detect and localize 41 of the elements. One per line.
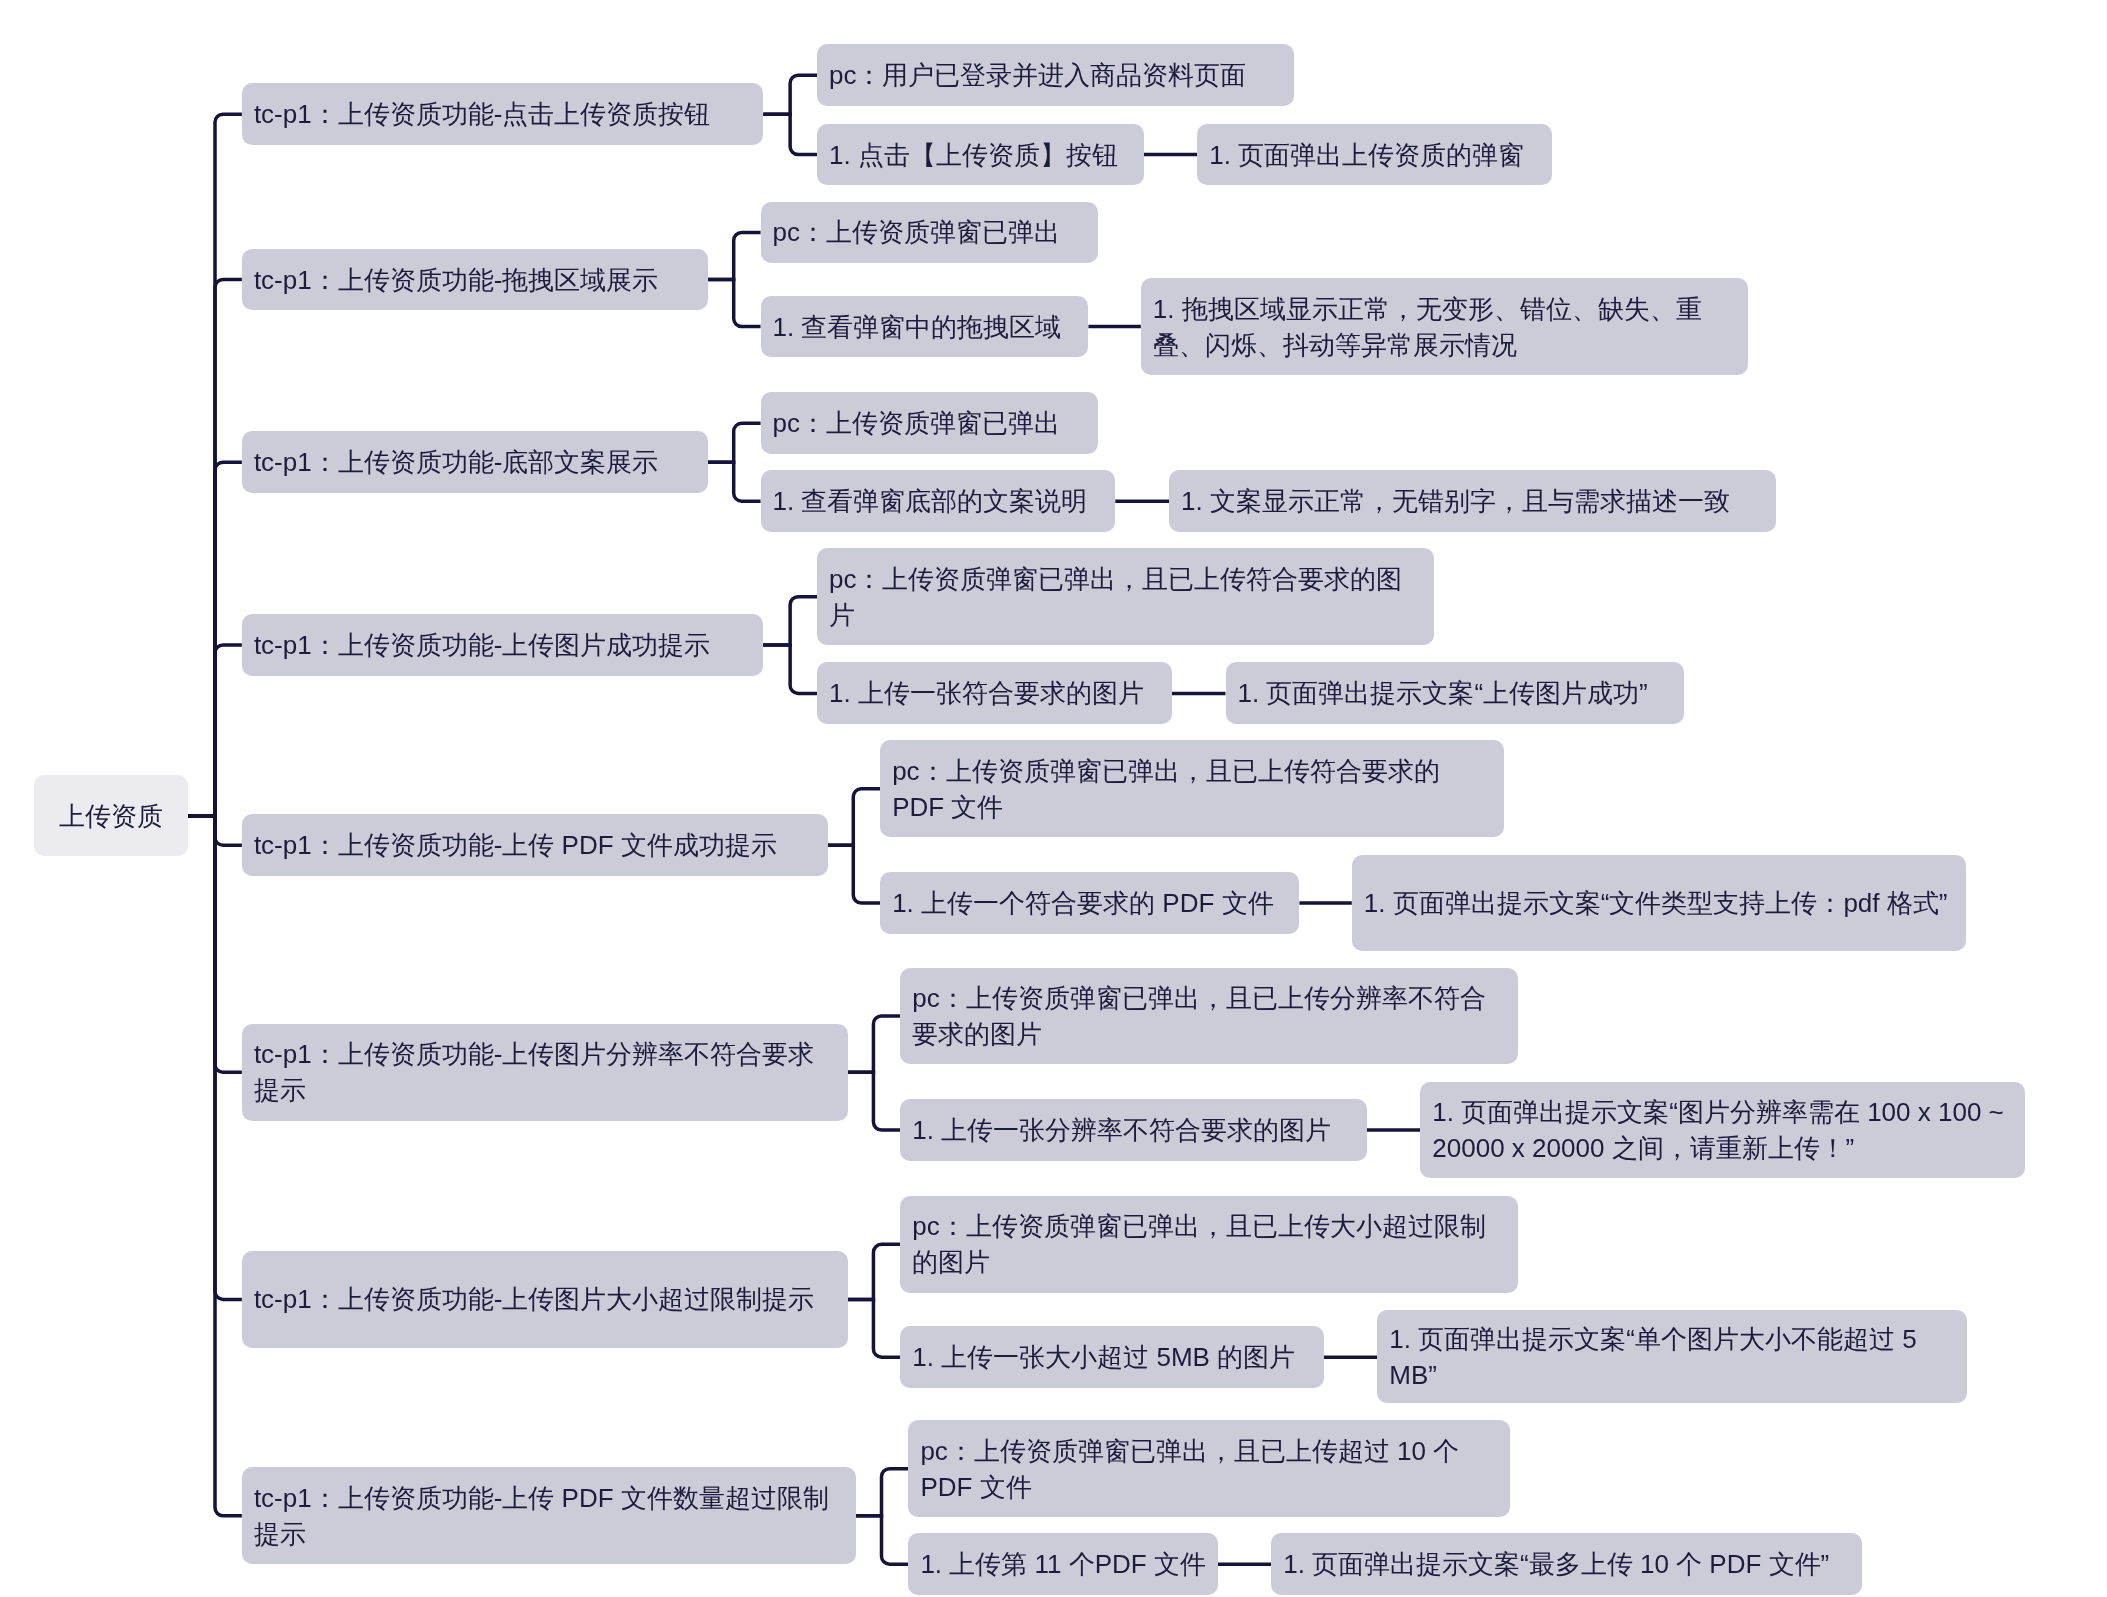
- topic-box: pc：上传资质弹窗已弹出: [760, 201, 1098, 264]
- topic-box: 1. 页面弹出提示文案“上传图片成功”: [1225, 662, 1684, 725]
- topic-box: 1. 上传一张分辨率不符合要求的图片: [900, 1099, 1367, 1161]
- topic-box: tc-p1：上传资质功能-上传 PDF 文件成功提示: [241, 814, 828, 877]
- topic-box: tc-p1：上传资质功能-上传 PDF 文件数量超过限制提示: [241, 1467, 856, 1565]
- topic-box: 1. 查看弹窗底部的文案说明: [760, 470, 1116, 533]
- root-topic-box: 上传资质: [33, 775, 189, 856]
- topic-box: 1. 上传一个符合要求的 PDF 文件: [880, 872, 1300, 934]
- connector-line: [1088, 324, 1141, 329]
- topic-box: 1. 拖拽区域显示正常，无变形、错位、缺失、重叠、闪烁、抖动等异常展示情况: [1140, 278, 1749, 375]
- topic-box: pc：上传资质弹窗已弹出，且已上传符合要求的 PDF 文件: [880, 740, 1504, 838]
- topic-box: 1. 页面弹出提示文案“文件类型支持上传：pdf 格式”: [1351, 854, 1966, 952]
- topic-box: 1. 上传一张符合要求的图片: [817, 662, 1172, 725]
- topic-box: 1. 查看弹窗中的拖拽区域: [760, 295, 1089, 358]
- topic-box: 1. 点击【上传资质】按钮: [817, 123, 1144, 186]
- topic-box: pc：上传资质弹窗已弹出，且已上传符合要求的图片: [817, 548, 1434, 645]
- topic-box: tc-p1：上传资质功能-点击上传资质按钮: [241, 83, 764, 146]
- topic-box: pc：用户已登录并进入商品资料页面: [817, 44, 1295, 107]
- topic-box: tc-p1：上传资质功能-拖拽区域展示: [241, 248, 709, 311]
- connector-line: [1217, 1562, 1272, 1566]
- topic-box: pc：上传资质弹窗已弹出，且已上传分辨率不符合要求的图片: [900, 967, 1519, 1065]
- topic-box: 1. 上传一张大小超过 5MB 的图片: [900, 1326, 1324, 1389]
- topic-box: pc：上传资质弹窗已弹出，且已上传超过 10 个 PDF 文件: [908, 1420, 1511, 1518]
- connector-line: [1299, 901, 1352, 905]
- connector-line: [1323, 1355, 1378, 1359]
- topic-box: 1. 上传第 11 个PDF 文件: [908, 1533, 1218, 1596]
- topic-box: pc：上传资质弹窗已弹出: [760, 392, 1098, 455]
- connector-line: [1366, 1128, 1421, 1132]
- topic-box: 1. 文案显示正常，无错别字，且与需求描述一致: [1169, 470, 1777, 533]
- connector-line: [1115, 499, 1170, 503]
- topic-box: 1. 页面弹出提示文案“图片分辨率需在 100 x 100 ~ 20000 x 20000 之间，请重新上传！”: [1420, 1081, 2026, 1179]
- topic-box: tc-p1：上传资质功能-上传图片成功提示: [241, 614, 764, 676]
- topic-box: 1. 页面弹出提示文案“最多上传 10 个 PDF 文件”: [1271, 1533, 1863, 1596]
- topic-box: 1. 页面弹出提示文案“单个图片大小不能超过 5 MB”: [1377, 1310, 1968, 1403]
- topic-box: pc：上传资质弹窗已弹出，且已上传大小超过限制的图片: [900, 1195, 1519, 1293]
- topic-box: tc-p1：上传资质功能-上传图片分辨率不符合要求提示: [241, 1023, 848, 1121]
- topic-box: tc-p1：上传资质功能-底部文案展示: [241, 431, 709, 494]
- topic-box: 1. 页面弹出上传资质的弹窗: [1197, 123, 1553, 186]
- connector-line: [1171, 691, 1226, 696]
- connector-line: [1143, 152, 1198, 157]
- topic-box: tc-p1：上传资质功能-上传图片大小超过限制提示: [241, 1251, 848, 1348]
